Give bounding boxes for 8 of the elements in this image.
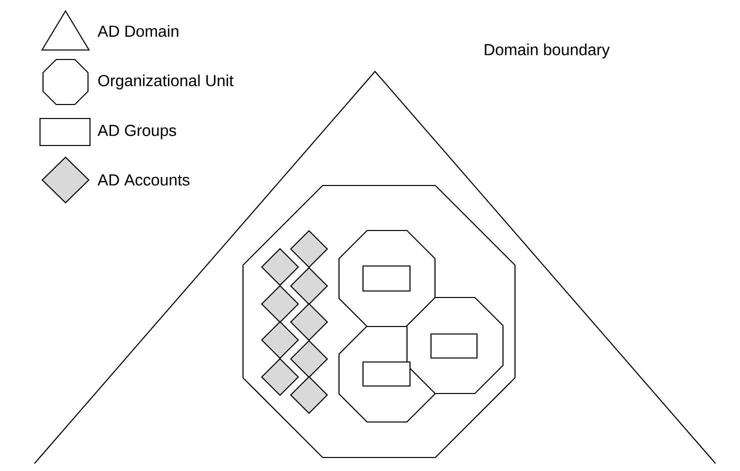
boundary-label: Domain boundary (484, 44, 610, 58)
legend-text: AD Groups (98, 124, 176, 140)
group-rectangle (430, 333, 478, 359)
legend-text: AD Domain (98, 25, 178, 37)
group-rectangle (362, 265, 411, 292)
legend-text: Organizational Unit (98, 74, 234, 90)
group-rectangle (362, 361, 411, 387)
legend-text: AD Accounts (98, 174, 190, 186)
